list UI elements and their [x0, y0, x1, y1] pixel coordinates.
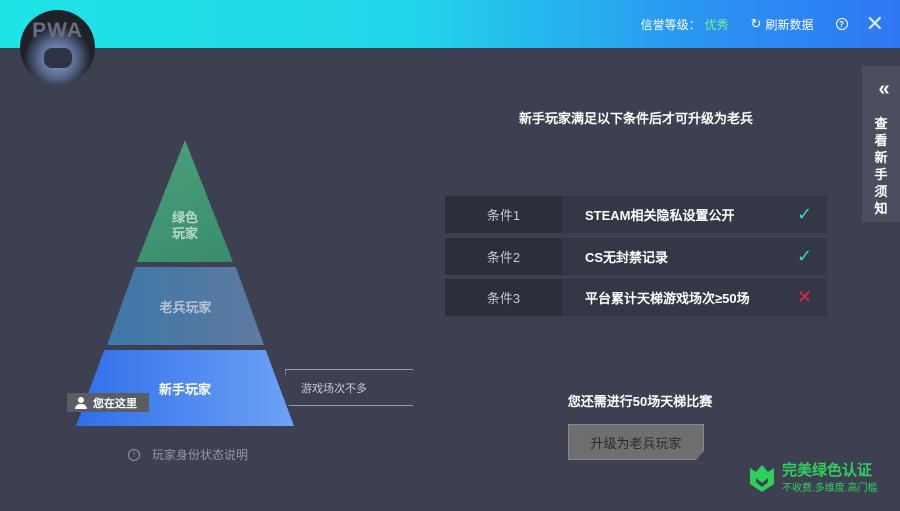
legend-label: 玩家身份状态说明: [152, 448, 249, 462]
chevron-left-icon: «: [878, 78, 889, 100]
tier-newbie-player: 新手玩家: [76, 350, 294, 426]
brand-title: 完美绿色认证: [782, 462, 873, 479]
help-icon[interactable]: ?: [835, 18, 848, 30]
cross-icon: ✕: [782, 279, 827, 316]
upgrade-button[interactable]: 升级为老兵玩家: [568, 424, 704, 460]
condition-key: 条件3: [445, 279, 562, 316]
side-tab-char: 查: [874, 116, 888, 131]
brand-logo: 完美绿色认证不收费.多维度.高门槛: [748, 462, 878, 494]
tier-label: 新手玩家: [158, 381, 211, 397]
you-are-here-label: 您在这里: [93, 397, 137, 410]
condition-text: STEAM相关隐私设置公开: [562, 196, 782, 233]
tier-label: 玩家: [171, 226, 198, 241]
shield-icon: [750, 465, 774, 492]
side-tab-char: 须: [874, 184, 888, 199]
condition-text: CS无封禁记录: [562, 238, 782, 275]
tier-veteran-player: 老兵玩家: [107, 267, 264, 345]
info-icon: !: [128, 448, 140, 461]
credit-value: 优秀: [704, 17, 729, 32]
avatar[interactable]: PWA: [20, 10, 95, 85]
status-explanation-link[interactable]: ! 玩家身份状态说明: [128, 446, 248, 463]
tier-green-player: 绿色玩家: [137, 140, 233, 262]
remaining-matches-text: 您还需进行50场天梯比赛: [567, 394, 713, 409]
user-icon: [75, 396, 87, 409]
brand-subtitle: 不收费.多维度.高门槛: [782, 483, 878, 494]
side-tab-char: 手: [874, 167, 888, 182]
side-tab-char: 知: [874, 201, 888, 216]
condition-key: 条件2: [445, 238, 562, 275]
avatar-mask: [44, 48, 72, 68]
side-tab-char: 看: [874, 133, 888, 148]
refresh-label: 刷新数据: [765, 17, 814, 32]
view-newbie-guide-tab[interactable]: « 查 看 新 手 须 知: [862, 66, 900, 222]
title-bar: 信誉等级： 优秀 ↻刷新数据 ? ✕: [0, 0, 900, 48]
credit-label: 信誉等级：: [640, 17, 701, 32]
condition-key: 条件1: [445, 196, 562, 233]
conditions-heading: 新手玩家满足以下条件后才可升级为老兵: [518, 111, 753, 126]
you-are-here-badge: 您在这里: [67, 393, 149, 412]
side-tab-char: 新: [874, 150, 888, 165]
check-icon: ✓: [782, 196, 827, 233]
refresh-icon: ↻: [750, 16, 762, 31]
close-icon[interactable]: ✕: [865, 11, 884, 36]
tier-label: 绿色: [171, 210, 198, 225]
condition-text: 平台累计天梯游戏场次≥50场: [562, 279, 782, 316]
avatar-text: PWA: [32, 19, 83, 42]
refresh-button[interactable]: ↻刷新数据: [751, 16, 818, 33]
check-icon: ✓: [782, 238, 827, 275]
tier-label: 老兵玩家: [159, 299, 212, 315]
tier-note: 游戏场次不多: [285, 369, 413, 406]
